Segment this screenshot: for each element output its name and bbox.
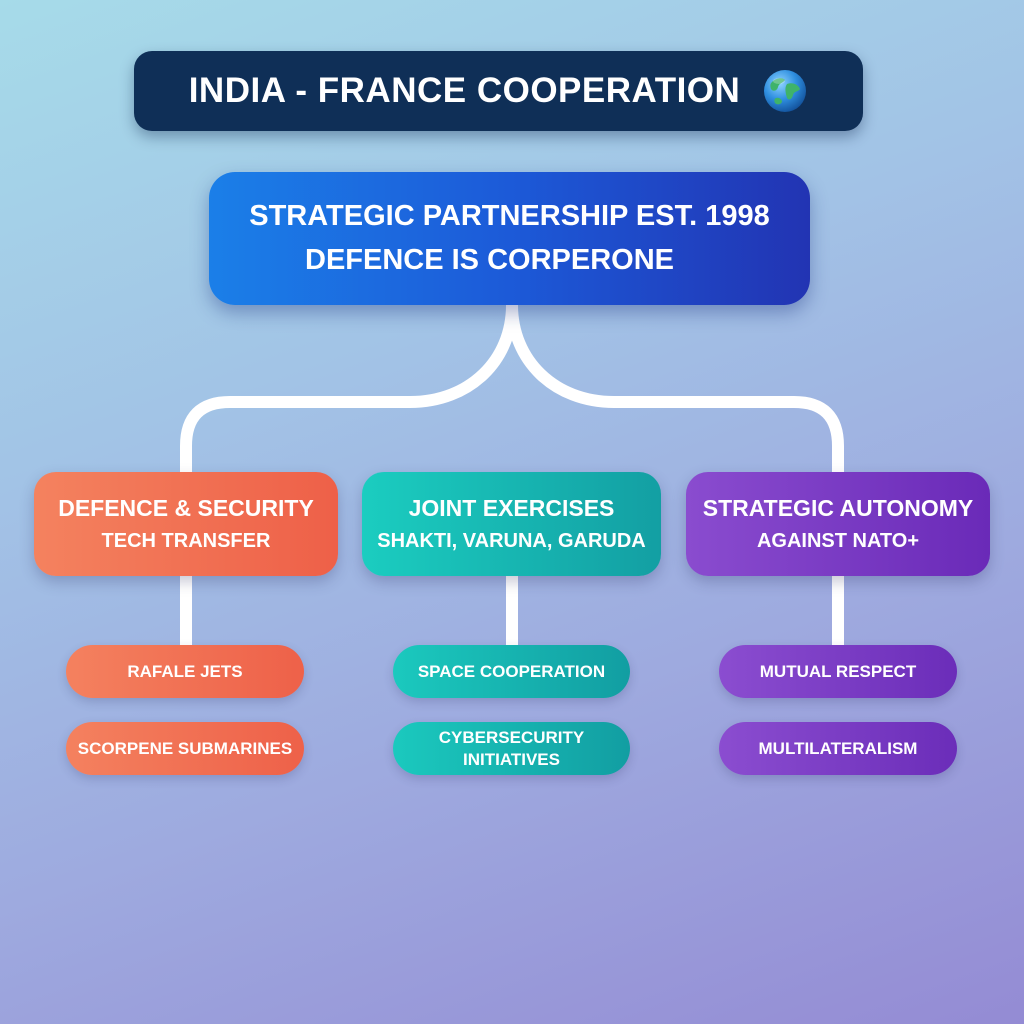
item-mutual-respect: MUTUAL RESPECT	[719, 645, 957, 698]
item-cybersecurity-initiatives: CYBERSECURITY INITIATIVES	[393, 722, 630, 775]
category-subtitle: SHAKTI, VARUNA, GARUDA	[377, 530, 646, 553]
category-joint-exercises: JOINT EXERCISES SHAKTI, VARUNA, GARUDA	[362, 472, 661, 576]
category-subtitle: TECH TRANSFER	[101, 530, 271, 553]
connector-left	[180, 299, 518, 478]
item-line: CYBERSECURITY	[438, 728, 585, 748]
connector-right	[506, 299, 844, 478]
defence-cornerstone-label: DEFENCE IS CORPERONE	[305, 243, 674, 276]
category-defence-security: DEFENCE & SECURITY TECH TRANSFER	[34, 472, 338, 576]
page-title: INDIA - FRANCE COOPERATION	[188, 71, 741, 110]
item-space-cooperation: SPACE COOPERATION	[393, 645, 630, 698]
strategic-partnership-label: STRATEGIC PARTNERSHIP EST. 1998	[249, 200, 770, 232]
item-scorpene-submarines: SCORPENE SUBMARINES	[66, 722, 304, 775]
item-line: INITIATIVES	[463, 749, 560, 769]
item-multilateralism: MULTILATERALISM	[719, 722, 957, 775]
category-strategic-autonomy: STRATEGIC AUTONOMY AGAINST NATO+	[686, 472, 990, 576]
title-banner: INDIA - FRANCE COOPERATION	[134, 51, 863, 131]
category-title: STRATEGIC AUTONOMY	[702, 494, 974, 521]
category-subtitle: AGAINST NATO+	[756, 530, 920, 553]
globe-icon	[764, 70, 807, 112]
category-title: JOINT EXERCISES	[408, 494, 615, 521]
category-title: DEFENCE & SECURITY	[58, 494, 314, 521]
item-rafale-jets: RAFALE JETS	[66, 645, 304, 698]
strategic-partnership-box: STRATEGIC PARTNERSHIP EST. 1998 DEFENCE …	[209, 172, 810, 305]
